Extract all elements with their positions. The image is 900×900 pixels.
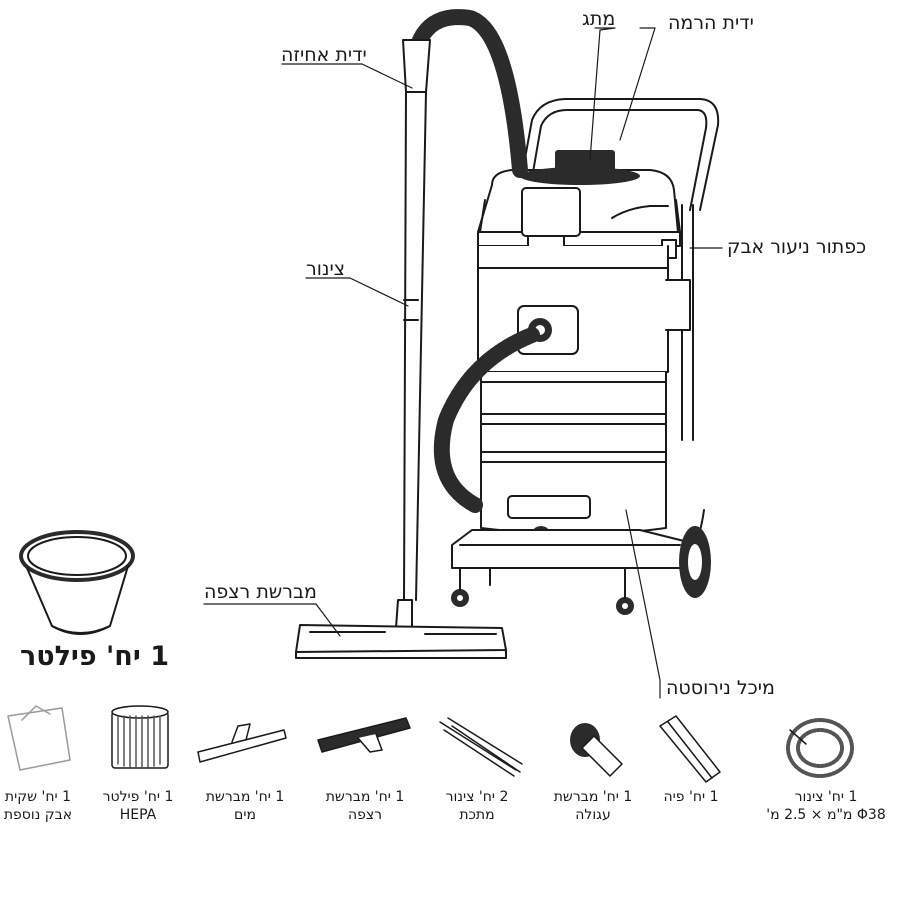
- floor-brush-accessory-drawing: [317, 717, 411, 753]
- accessory-line1: 1 יח' מברשת: [325, 789, 405, 805]
- filter-caption: 1 יח' פילטר: [20, 641, 169, 672]
- accessory-caption-round-brush: 1 יח' מברשת עגולה: [537, 788, 649, 824]
- accessory-line2: עגולה: [575, 807, 611, 823]
- switch-icon: [555, 150, 615, 172]
- accessory-line1: 1 יח' פיה: [663, 789, 719, 805]
- accessory-line1: 1 יח' פילטר: [102, 789, 174, 805]
- wheeled-base-icon: [451, 509, 711, 615]
- label-lift-handle: ידית הרמה: [668, 12, 754, 34]
- accessory-line2: מים: [234, 807, 256, 823]
- motor-head-icon: [477, 150, 681, 267]
- wand-tube-icon: [402, 39, 431, 601]
- accessory-line1: 2 יח' צינור: [445, 789, 509, 805]
- accessory-caption-crevice-nozzle: 1 יח' פיה: [635, 788, 747, 806]
- upper-hose-icon: [410, 9, 528, 178]
- vacuum-cleaner-drawing: [203, 9, 723, 699]
- accessory-line2: רצפה: [347, 807, 383, 823]
- accessory-line1: 1 יח' צינור: [794, 789, 858, 805]
- metal-tubes-drawing: [439, 717, 523, 777]
- accessory-line2: HEPA: [119, 807, 157, 823]
- dust-bag-drawing: [7, 705, 71, 771]
- hepa-filter-drawing: [111, 705, 169, 769]
- accessory-caption-hose: 1 יח' צינור Φ38 מ"מ × 2.5 מ': [760, 788, 892, 824]
- floor-brush-drawing: [295, 599, 507, 659]
- accessory-caption-floor-brush: 1 יח' מברשת רצפה: [309, 788, 421, 824]
- accessory-line2: מתכת: [459, 807, 495, 823]
- accessory-line2: אבק נוספת: [3, 807, 73, 823]
- water-brush-drawing: [197, 723, 287, 763]
- label-tube: צינור: [306, 258, 346, 280]
- label-stainless-tank: מיכל נירוסטה: [666, 677, 775, 699]
- hose-coil-drawing: [786, 718, 854, 778]
- accessories-icons: [7, 705, 854, 783]
- label-floor-brush: מברשת רצפה: [204, 581, 317, 603]
- round-brush-drawing: [570, 723, 623, 777]
- accessory-caption-metal-tubes: 2 יח' צינור מתכת: [421, 788, 533, 824]
- stainless-tank-icon: [477, 245, 691, 546]
- accessory-caption-dust-bag: 1 יח' שקית אבק נוספת: [0, 788, 94, 824]
- label-grip-handle: ידית אחיזה: [281, 44, 367, 66]
- crevice-nozzle-drawing: [659, 715, 721, 783]
- accessory-line1: 1 יח' מברשת: [205, 789, 285, 805]
- cloth-filter-drawing: [19, 530, 135, 635]
- label-dust-shake-button: כפתור ניעור אבק: [727, 236, 867, 258]
- label-switch: מתג: [582, 8, 616, 30]
- accessory-caption-water-brush: 1 יח' מברשת מים: [189, 788, 301, 824]
- suction-hose-icon: [433, 327, 540, 513]
- accessory-line1: 1 יח' מברשת: [553, 789, 633, 805]
- accessory-line2: Φ38 מ"מ × 2.5 מ': [766, 807, 886, 823]
- callout-lines: [203, 27, 723, 699]
- accessory-caption-hepa-filter: 1 יח' פילטר HEPA: [82, 788, 194, 824]
- accessory-line1: 1 יח' שקית: [4, 789, 72, 805]
